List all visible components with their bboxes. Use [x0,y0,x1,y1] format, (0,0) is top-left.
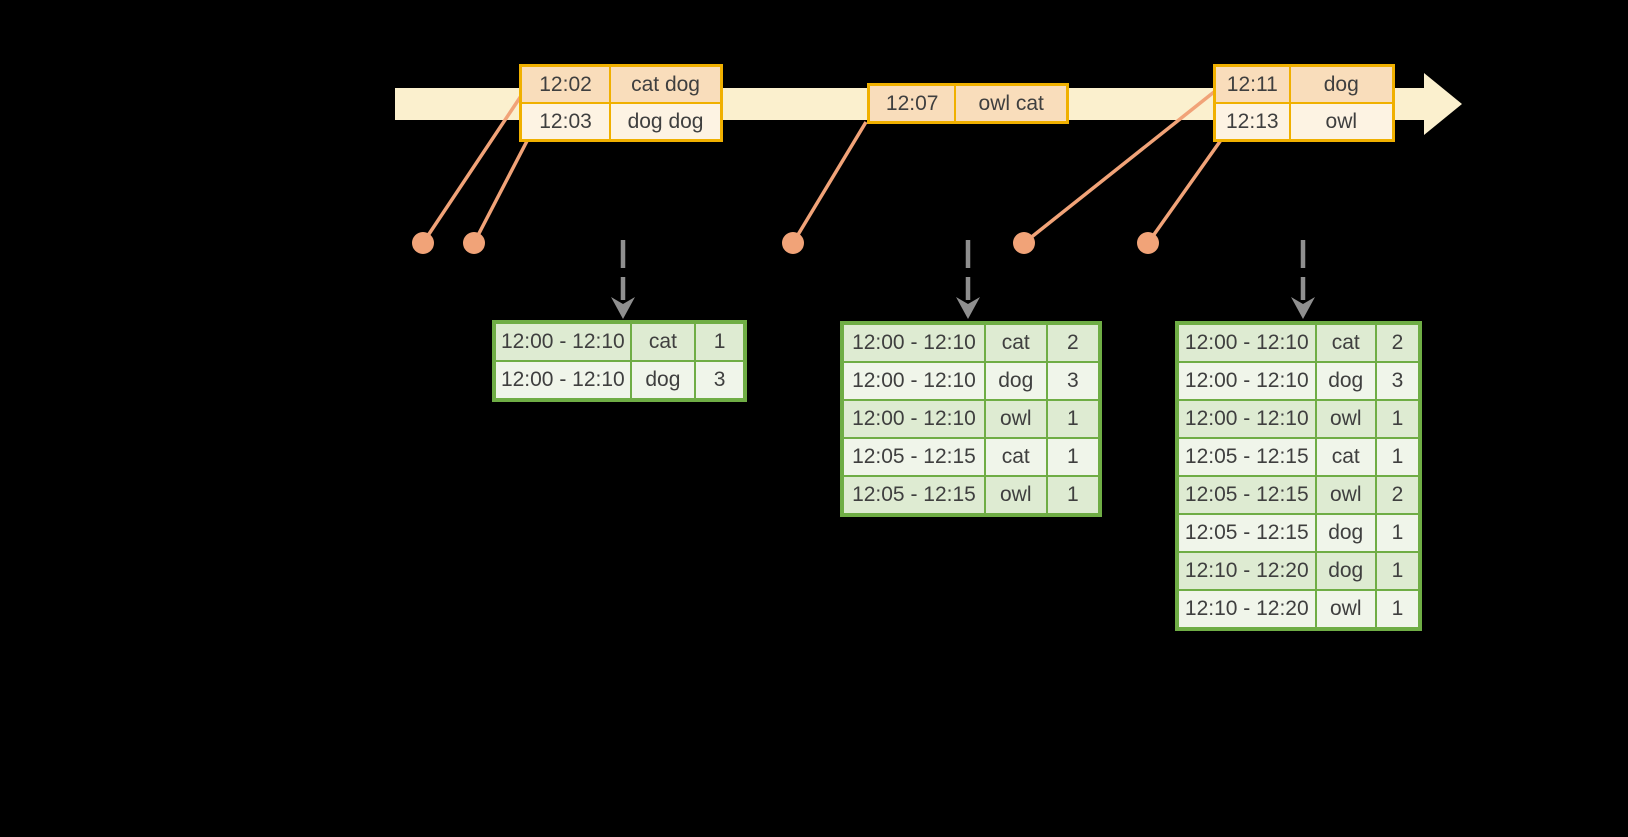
word-cell: owl [983,475,1048,516]
window-cell: 12:05 - 12:15 [841,475,986,516]
dashed-arrow [956,240,980,319]
count-cell: 1 [1374,551,1422,591]
count-cell: 1 [1374,589,1422,630]
timeline-arrow-head-icon [1424,73,1462,135]
event-dot [463,232,485,254]
window-cell: 12:05 - 12:15 [841,437,986,477]
count-cell: 2 [1374,322,1422,363]
word-cell: owl [1314,475,1377,515]
time-cell: 12:02 [519,64,612,104]
window-cell: 12:05 - 12:15 [1176,513,1317,553]
window-cell: 12:00 - 12:10 [841,399,986,439]
word-cell: owl [983,399,1048,439]
event-dot [412,232,434,254]
window-cell: 12:05 - 12:15 [1176,437,1317,477]
window-cell: 12:00 - 12:10 [841,361,986,401]
count-cell: 2 [1374,475,1422,515]
word-cell: cat [629,321,697,362]
time-cell: 12:13 [1213,102,1291,142]
count-cell: 1 [1045,475,1102,516]
window-cell: 12:00 - 12:10 [493,321,632,362]
count-cell: 1 [1374,399,1422,439]
words-cell: owl cat [954,83,1069,124]
word-cell: dog [1314,361,1377,401]
word-cell: dog [1314,513,1377,553]
window-cell: 12:00 - 12:10 [841,322,986,363]
window-cell: 12:00 - 12:10 [1176,361,1317,401]
dashed-arrow [1291,240,1315,319]
count-cell: 1 [694,321,746,362]
connector-line [791,121,868,244]
count-cell: 1 [1374,437,1422,477]
event-dot [1013,232,1035,254]
count-cell: 3 [694,360,746,401]
word-cell: dog [1314,551,1377,591]
word-cell: dog [629,360,697,401]
count-cell: 3 [1045,361,1102,401]
dashed-arrow [611,240,635,319]
word-cell: cat [1314,322,1377,363]
event-dot [1137,232,1159,254]
window-cell: 12:10 - 12:20 [1176,551,1317,591]
time-cell: 12:07 [867,83,957,124]
words-cell: owl [1288,102,1395,142]
count-cell: 1 [1045,437,1102,477]
connector-line [1146,138,1223,245]
event-dot [782,232,804,254]
word-cell: dog [983,361,1048,401]
word-cell: owl [1314,399,1377,439]
window-cell: 12:05 - 12:15 [1176,475,1317,515]
word-cell: cat [1314,437,1377,477]
connector-line [421,95,523,244]
word-cell: cat [983,437,1048,477]
words-cell: cat dog [609,64,723,104]
connector-line [472,140,529,244]
connector-line [1022,90,1216,245]
word-cell: owl [1314,589,1377,630]
window-cell: 12:00 - 12:10 [1176,322,1317,363]
words-cell: dog dog [609,102,723,142]
time-cell: 12:03 [519,102,612,142]
count-cell: 1 [1374,513,1422,553]
window-cell: 12:00 - 12:10 [493,360,632,401]
count-cell: 3 [1374,361,1422,401]
words-cell: dog [1288,64,1395,104]
time-cell: 12:11 [1213,64,1291,104]
count-cell: 1 [1045,399,1102,439]
word-cell: cat [983,322,1048,363]
count-cell: 2 [1045,322,1102,363]
window-cell: 12:00 - 12:10 [1176,399,1317,439]
window-cell: 12:10 - 12:20 [1176,589,1317,630]
